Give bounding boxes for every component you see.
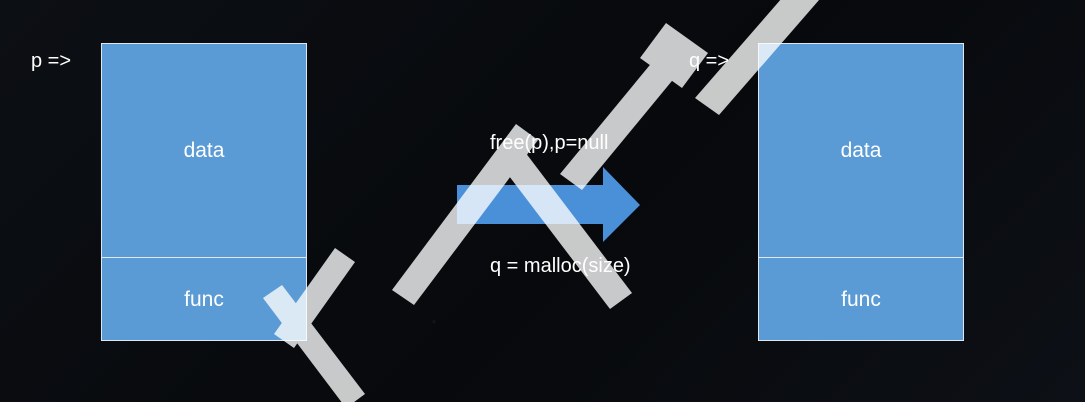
transition-arrow bbox=[457, 167, 640, 242]
func-label-after: func bbox=[841, 287, 881, 311]
watermark-m3 bbox=[560, 60, 676, 190]
watermark-m2 bbox=[503, 152, 632, 309]
data-region-before: data bbox=[102, 44, 306, 258]
pointer-label-q: q => bbox=[689, 50, 730, 72]
memory-block-after: data func bbox=[758, 43, 964, 341]
watermark-logo bbox=[263, 0, 820, 402]
func-region-after: func bbox=[759, 257, 963, 342]
memory-block-before: data func bbox=[101, 43, 307, 341]
malloc-operation-text: q = malloc(size) bbox=[490, 255, 631, 277]
pointer-label-p: p => bbox=[31, 50, 72, 72]
data-label-after: data bbox=[840, 138, 882, 162]
free-operation-text: free(p),p=null bbox=[490, 132, 609, 154]
func-label-before: func bbox=[184, 287, 224, 311]
data-label-before: data bbox=[183, 138, 225, 162]
func-region-before: func bbox=[102, 257, 306, 342]
data-region-after: data bbox=[759, 44, 963, 258]
